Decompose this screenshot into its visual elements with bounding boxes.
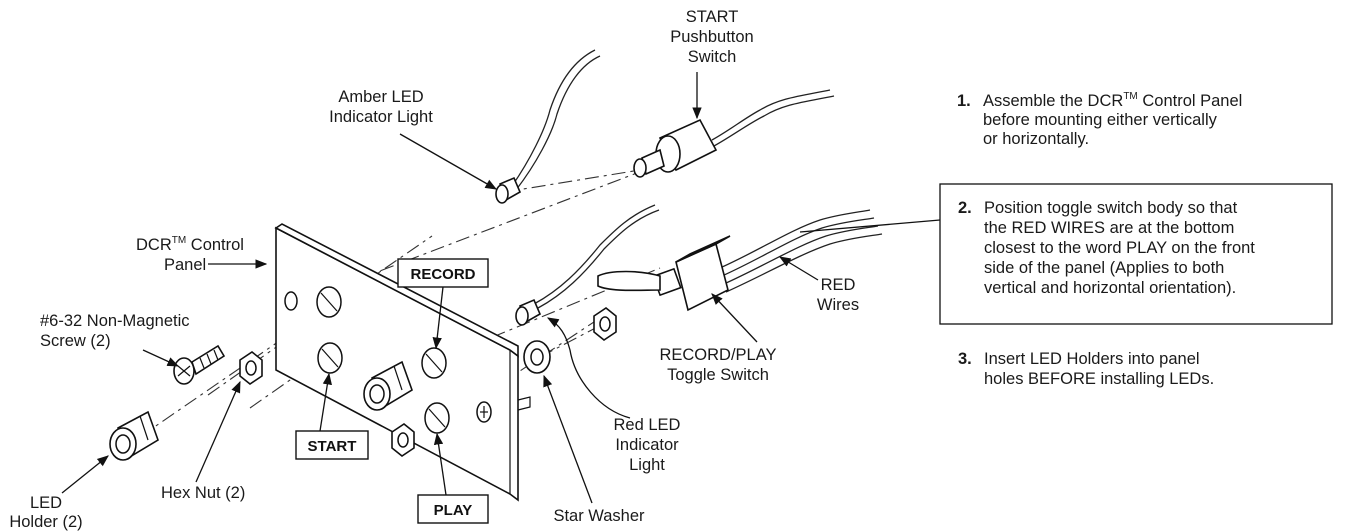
callout-hex-nut: Hex Nut (2) (161, 380, 245, 502)
red-led-label-1: Red LED (614, 416, 681, 434)
step1-line-1b: Control Panel (1138, 92, 1243, 110)
step1-line-2: before mounting either vertically (983, 111, 1218, 129)
record-box: RECORD (397, 258, 489, 350)
step1-line-3: or horizontally. (983, 130, 1089, 148)
step2-pointer (799, 219, 941, 233)
step3-line-1: Insert LED Holders into panel (984, 350, 1200, 368)
toggle-switch (597, 209, 883, 312)
control-panel-dcr: DCR (136, 236, 172, 254)
red-led-label-2: Indicator (615, 436, 679, 454)
record-label: RECORD (410, 266, 475, 283)
step2-number: 2. (958, 199, 972, 217)
step3-line-2: holes BEFORE installing LEDs. (984, 370, 1214, 388)
start-box: START (295, 372, 369, 460)
step2-box (939, 183, 1333, 325)
toggle-label-2: Toggle Switch (667, 366, 769, 384)
callout-amber-led: Amber LED Indicator Light (329, 88, 498, 190)
hex-nut-right (593, 307, 617, 341)
callout-red-led: Red LED Indicator Light (546, 317, 681, 474)
callout-red-wires: RED Wires (778, 256, 859, 314)
start-label: START (308, 438, 357, 455)
led-holder-middle (363, 360, 413, 411)
start-switch-label-1: START (686, 8, 739, 26)
control-panel-label-1: DCRTM Control (136, 235, 244, 254)
red-led-label-3: Light (629, 456, 665, 474)
star-washer-label: Star Washer (553, 507, 645, 525)
red-wires-label-1: RED (821, 276, 856, 294)
control-panel-label-2: Panel (164, 256, 206, 274)
start-switch-label-3: Switch (688, 48, 737, 66)
amber-led-label-2: Indicator Light (329, 108, 433, 126)
step2-line-4: side of the panel (Applies to both (984, 259, 1224, 277)
star-washer (523, 340, 551, 374)
screw (173, 344, 226, 385)
control-panel-control: Control (186, 236, 244, 254)
led-holder-label-1: LED (30, 494, 62, 512)
step2-line-5: vertical and horizontal orientation). (984, 279, 1236, 297)
hex-nut-bottom (391, 423, 415, 457)
callout-star-washer: Star Washer (543, 374, 645, 525)
amber-led-label-1: Amber LED (338, 88, 423, 106)
instruction-step-3: 3. Insert LED Holders into panel holes B… (958, 350, 1214, 388)
step2-line-1: Position toggle switch body so that (984, 199, 1238, 217)
hex-nut-label: Hex Nut (2) (161, 484, 245, 502)
toggle-label-1: RECORD/PLAY (659, 346, 776, 364)
step1-line-1a: Assemble the DCR (983, 92, 1123, 110)
led-holder-left (109, 410, 159, 461)
hex-nut-left (239, 351, 263, 385)
play-box: PLAY (417, 432, 489, 524)
callout-led-holder: LED Holder (2) (9, 455, 109, 531)
instruction-step-1: 1. Assemble the DCRTM Control Panel befo… (957, 91, 1242, 148)
step1-line-1: Assemble the DCRTM Control Panel (983, 91, 1242, 110)
callout-start-switch: START Pushbutton Switch (670, 8, 754, 120)
instruction-step-2: 2. Position toggle switch body so that t… (799, 183, 1333, 325)
amber-led (495, 49, 601, 204)
callout-control-panel: DCRTM Control Panel (136, 235, 268, 274)
step2-line-2: the RED WIRES are at the bottom (984, 219, 1234, 237)
step3-number: 3. (958, 350, 972, 368)
step1-tm: TM (1123, 91, 1137, 102)
callout-toggle-switch: RECORD/PLAY Toggle Switch (659, 293, 777, 384)
led-holder-label-2: Holder (2) (9, 513, 82, 531)
screw-label-1: #6-32 Non-Magnetic (40, 312, 190, 330)
red-wires-label-2: Wires (817, 296, 859, 314)
callout-screw: #6-32 Non-Magnetic Screw (2) (40, 312, 190, 367)
start-pushbutton-switch (633, 89, 835, 178)
red-led (515, 204, 660, 326)
step2-line-3: closest to the word PLAY on the front (984, 239, 1255, 257)
start-switch-label-2: Pushbutton (670, 28, 753, 46)
screw-label-2: Screw (2) (40, 332, 111, 350)
step1-number: 1. (957, 92, 971, 110)
control-panel-tm: TM (172, 235, 186, 246)
play-label: PLAY (434, 502, 473, 519)
